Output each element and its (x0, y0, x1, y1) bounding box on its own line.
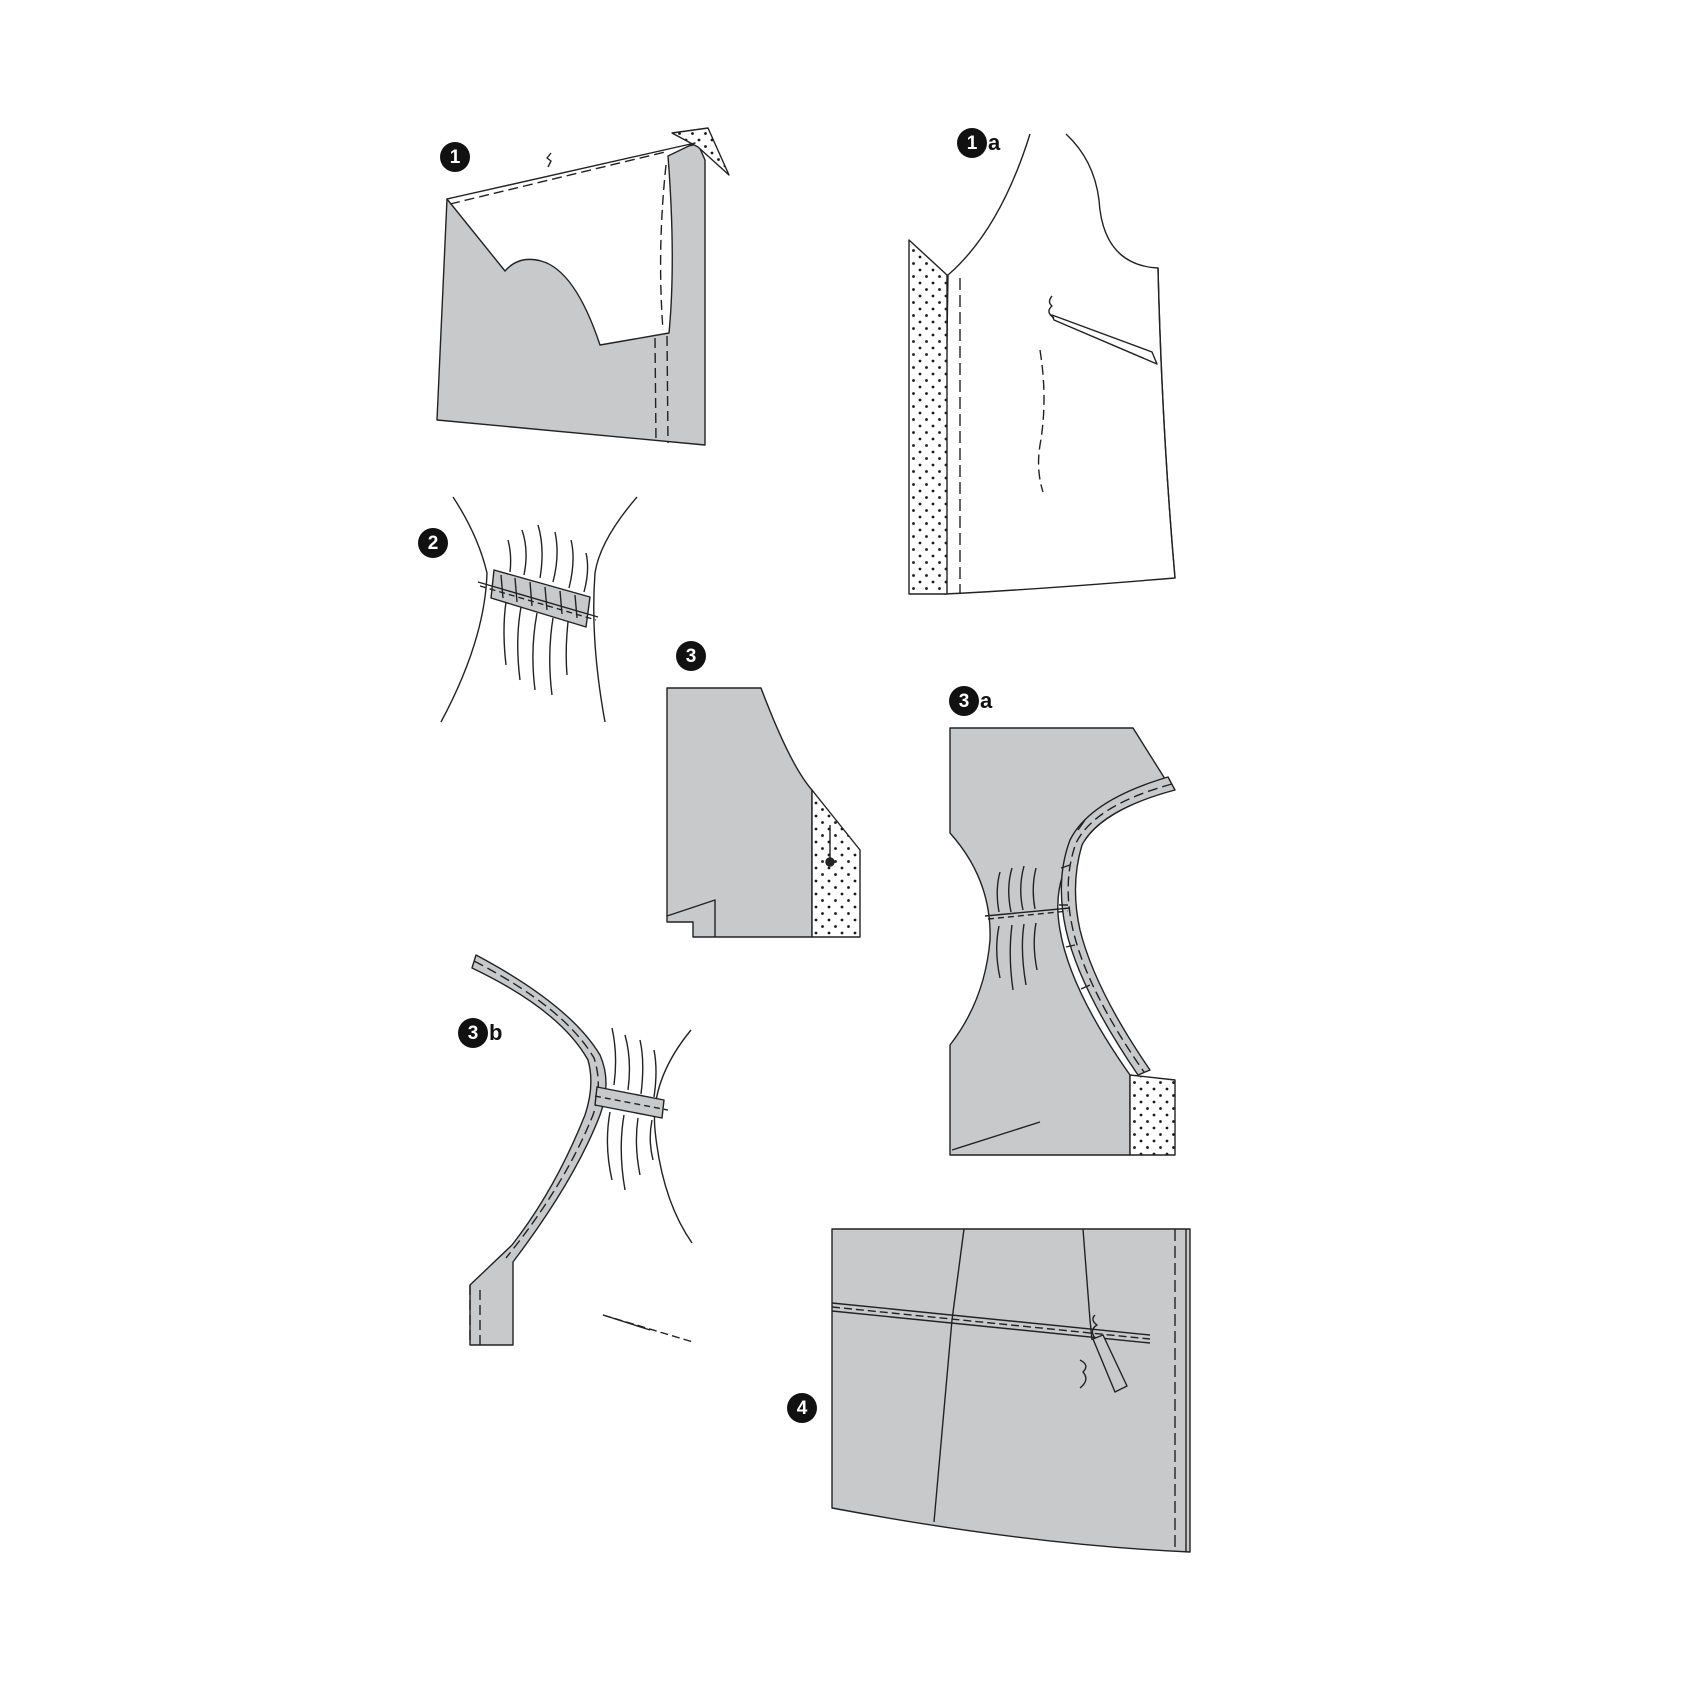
step-suffix: a (988, 130, 1001, 155)
neck-binding (469, 954, 607, 1346)
step-1a-illustration (908, 133, 1176, 595)
step-number: 1 (440, 142, 470, 172)
interfacing-facing-strip (671, 127, 730, 176)
step-1-illustration (436, 127, 730, 446)
step-number: 1 (957, 128, 987, 158)
step-suffix: a (980, 688, 993, 713)
interfacing-facing-strip (1129, 1074, 1176, 1156)
step-3-illustration (666, 687, 861, 938)
step-3a-illustration (949, 727, 1176, 1156)
step-badge-2: 2 (418, 528, 449, 558)
lining-overlay (446, 142, 696, 346)
armhole-binding (1060, 776, 1176, 1076)
step-number: 3 (676, 641, 706, 671)
interfacing-facing-strip (908, 239, 948, 595)
step-number: 3 (458, 1018, 488, 1048)
step-badge-1: 1 (440, 142, 471, 172)
step-4-illustration (831, 1228, 1191, 1553)
step-3b-illustration (469, 954, 694, 1346)
step-suffix: b (489, 1020, 503, 1045)
step-badge-3: 3 (676, 641, 707, 671)
step-number: 2 (418, 528, 448, 558)
step-badge-1a: 1 a (957, 128, 1000, 158)
belt-loop (1092, 1334, 1128, 1393)
interfacing-facing-strip (811, 789, 861, 938)
step-badge-4: 4 (787, 1393, 818, 1423)
step-number: 3 (949, 686, 979, 716)
step-badge-3b: 3 b (458, 1018, 502, 1048)
step-2-illustration (440, 496, 638, 723)
step-badge-3a: 3 a (949, 686, 992, 716)
step-number: 4 (787, 1393, 817, 1423)
